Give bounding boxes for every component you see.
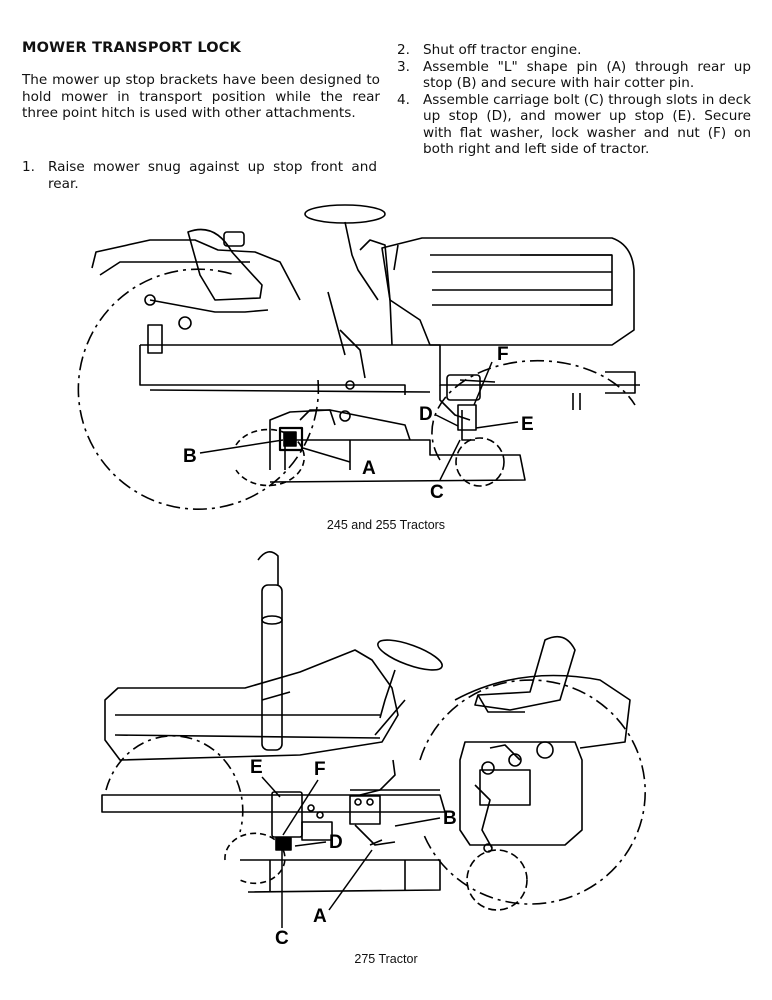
step-item: 1. Raise mower snug against up stop fron… (22, 159, 377, 192)
label-b: B (443, 808, 457, 829)
figure-caption: 275 Tractor (354, 952, 418, 966)
step-item: 3. Assemble "L" shape pin (A) through re… (397, 59, 751, 92)
label-d: D (329, 832, 343, 853)
label-e: E (521, 414, 534, 435)
step-text: Assemble "L" shape pin (A) through rear … (423, 58, 751, 92)
step-number: 2. (397, 42, 410, 58)
label-b: B (183, 446, 197, 467)
label-f: F (314, 759, 326, 780)
label-a: A (362, 458, 376, 479)
section-heading: MOWER TRANSPORT LOCK (22, 40, 242, 56)
step-list-right: 2. Shut off tractor engine. 3. Assemble … (397, 42, 751, 158)
step-item: 2. Shut off tractor engine. (397, 42, 751, 59)
step-text: Assemble carriage bolt (C) through slots… (423, 91, 751, 158)
step-text: Shut off tractor engine. (423, 42, 582, 58)
label-d: D (419, 404, 433, 425)
label-e: E (250, 757, 263, 778)
tractor-275-diagram: E F D B A C (101, 551, 646, 949)
label-a: A (313, 906, 327, 927)
intro-paragraph: The mower up stop brackets have been des… (22, 72, 380, 121)
step-number: 3. (397, 58, 410, 75)
step-number: 1. (22, 159, 35, 175)
label-f: F (497, 344, 509, 365)
label-c: C (430, 482, 444, 503)
step-item: 4. Assemble carriage bolt (C) through sl… (397, 92, 751, 158)
step-list-left: 1. Raise mower snug against up stop fron… (22, 159, 377, 192)
step-text: Raise mower snug against up stop front a… (48, 159, 377, 192)
step-number: 4. (397, 91, 410, 108)
label-c: C (275, 928, 289, 949)
tractor-245-255-diagram: B A F D E C (77, 204, 640, 510)
figure-caption: 245 and 255 Tractors (326, 518, 446, 532)
